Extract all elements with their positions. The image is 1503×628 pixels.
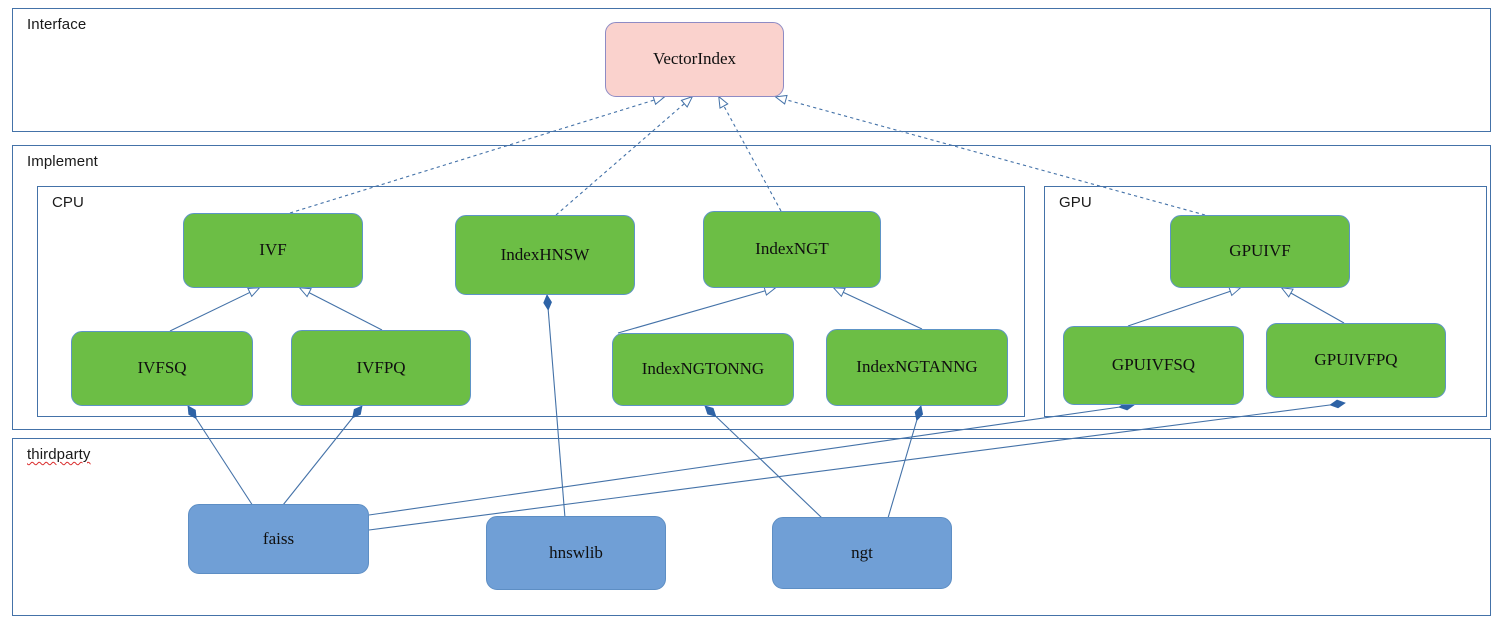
- package-implement-label: Implement: [27, 153, 98, 170]
- class-node-indexngtonng-label: IndexNGTONNG: [641, 359, 765, 379]
- class-node-gpuivf[interactable]: GPUIVF: [1170, 215, 1350, 288]
- class-node-indexhnsw[interactable]: IndexHNSW: [455, 215, 635, 295]
- class-node-indexngt-label: IndexNGT: [755, 239, 829, 259]
- class-node-ngt-label: ngt: [851, 542, 873, 562]
- class-node-gpuivf-label: GPUIVF: [1229, 241, 1291, 261]
- class-node-vectorindex[interactable]: VectorIndex: [605, 22, 784, 97]
- package-gpu-label: GPU: [1059, 194, 1092, 211]
- class-node-faiss[interactable]: faiss: [188, 504, 369, 574]
- class-node-gpuivfsq-label: GPUIVFSQ: [1111, 355, 1196, 375]
- class-node-ivfsq-label: IVFSQ: [137, 358, 187, 378]
- class-node-hnswlib-label: hnswlib: [549, 542, 603, 562]
- class-node-ivf[interactable]: IVF: [183, 213, 363, 288]
- class-node-indexngtanng[interactable]: IndexNGTANNG: [826, 329, 1008, 406]
- class-node-ivf-label: IVF: [259, 240, 287, 260]
- class-node-vectorindex-label: VectorIndex: [652, 49, 737, 69]
- package-interface-label: Interface: [27, 16, 87, 33]
- class-node-gpuivfpq-label: GPUIVFPQ: [1314, 350, 1398, 370]
- class-node-ngt[interactable]: ngt: [772, 517, 952, 589]
- class-node-indexngtanng-label: IndexNGTANNG: [856, 357, 978, 377]
- package-cpu-label: CPU: [52, 194, 84, 211]
- class-node-ivfsq[interactable]: IVFSQ: [71, 331, 253, 406]
- class-node-ivfpq[interactable]: IVFPQ: [291, 330, 471, 406]
- class-node-hnswlib[interactable]: hnswlib: [486, 516, 666, 590]
- class-node-gpuivfsq[interactable]: GPUIVFSQ: [1063, 326, 1244, 405]
- class-node-ivfpq-label: IVFPQ: [356, 357, 406, 377]
- class-node-gpuivfpq[interactable]: GPUIVFPQ: [1266, 323, 1446, 398]
- class-node-faiss-label: faiss: [262, 528, 295, 548]
- class-node-indexngtonng[interactable]: IndexNGTONNG: [612, 333, 794, 406]
- class-node-indexngt[interactable]: IndexNGT: [703, 211, 881, 288]
- class-node-indexhnsw-label: IndexHNSW: [500, 244, 590, 264]
- package-thirdparty-label: thirdparty: [27, 446, 91, 463]
